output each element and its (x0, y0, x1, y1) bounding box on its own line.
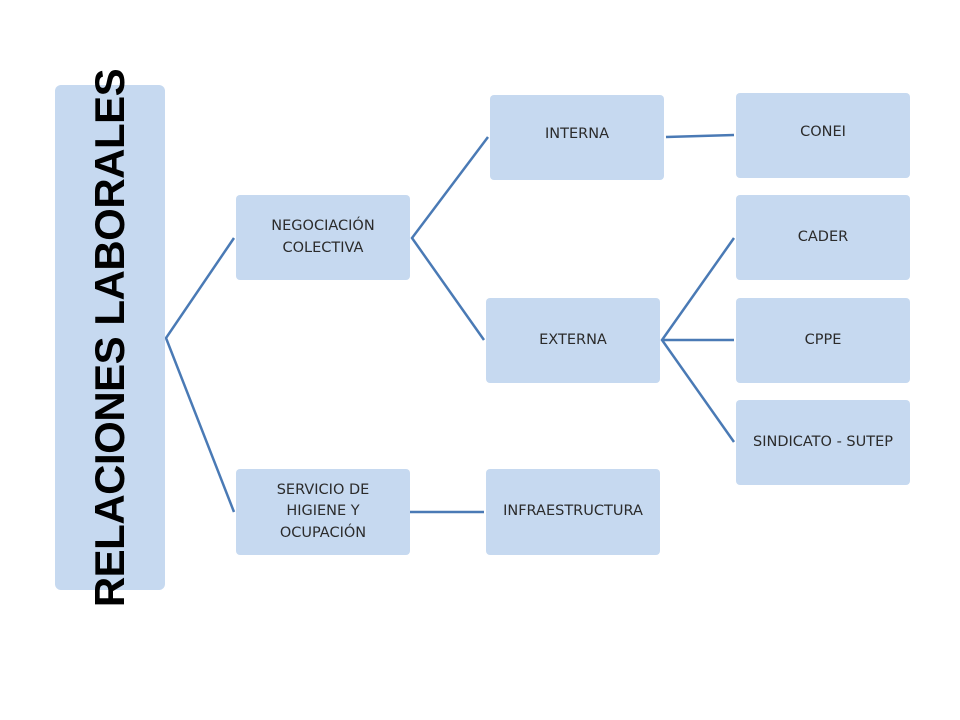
connector-interna-to-conei (665, 133, 735, 139)
node-cader: CADER (736, 195, 910, 280)
node-servicio-text: SERVICIO DE HIGIENE Y OCUPACIÓN (277, 480, 370, 543)
node-servicio-line-1: SERVICIO DE (276, 482, 370, 499)
node-conei: CONEI (736, 93, 910, 178)
node-cppe: CPPE (736, 298, 910, 383)
node-conei-label: CONEI (800, 123, 846, 140)
node-externa-label: EXTERNA (539, 331, 607, 348)
node-interna-label: INTERNA (545, 125, 609, 142)
node-infraestructura: INFRAESTRUCTURA (486, 469, 660, 555)
node-cader-label: CADER (797, 228, 849, 245)
node-cppe-label: CPPE (804, 331, 842, 348)
node-negociacion-colectiva: NEGOCIACIÓN COLECTIVA (236, 195, 410, 280)
node-servicio-line-2: HIGIENE Y (286, 503, 360, 520)
node-negociacion-line-2: COLECTIVA (282, 239, 364, 256)
node-infraestructura-label: INFRAESTRUCTURA (503, 503, 643, 520)
node-sindicato-sutep: SINDICATO - SUTEP (736, 400, 910, 485)
connector-negociacion-to-subbranches (410, 136, 489, 341)
node-interna: INTERNA (490, 95, 664, 180)
node-sindicato-label: SINDICATO - SUTEP (753, 433, 893, 450)
connector-root-to-branches (164, 237, 236, 513)
root-node-relaciones-laborales: RELACIONES LABORALES (55, 68, 165, 607)
node-servicio-line-3: OCUPACIÓN (279, 524, 367, 541)
node-negociacion-colectiva-text: NEGOCIACIÓN COLECTIVA (271, 216, 374, 258)
node-servicio-higiene-ocupacion: SERVICIO DE HIGIENE Y OCUPACIÓN (236, 469, 410, 555)
node-externa: EXTERNA (486, 298, 660, 383)
root-node-label: RELACIONES LABORALES (86, 68, 133, 607)
node-negociacion-line-1: NEGOCIACIÓN (271, 218, 375, 235)
